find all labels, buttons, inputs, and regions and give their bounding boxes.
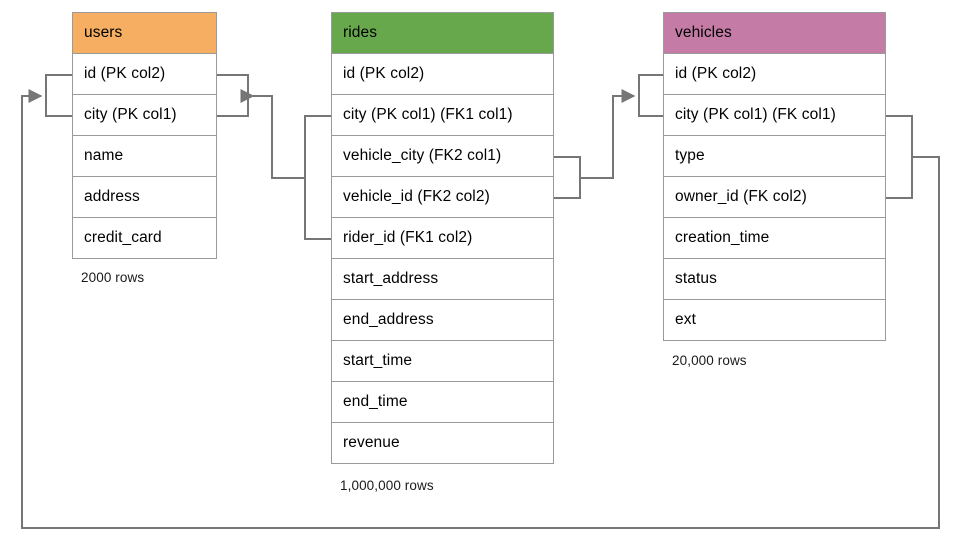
entity-users-title: users [84,24,123,41]
connector-rides-fk2-bracket [554,156,581,199]
field-rides-start-address[interactable]: start_address [331,259,554,300]
field-label: city (PK col1) [84,106,177,123]
field-label: id (PK col2) [84,65,166,82]
entity-rides[interactable]: rides id (PK col2) city (PK col1) (FK1 c… [331,12,554,464]
field-rides-start-time[interactable]: start_time [331,341,554,382]
field-users-address[interactable]: address [72,177,217,218]
field-vehicles-status[interactable]: status [663,259,886,300]
entity-users[interactable]: users id (PK col2) city (PK col1) name a… [72,12,217,259]
field-label: id (PK col2) [675,65,757,82]
entity-vehicles-title: vehicles [675,24,732,41]
entity-rides-title: rides [343,24,378,41]
field-rides-vehicle-city[interactable]: vehicle_city (FK2 col1) [331,136,554,177]
field-users-name[interactable]: name [72,136,217,177]
field-rides-id[interactable]: id (PK col2) [331,54,554,95]
field-rides-rider-id[interactable]: rider_id (FK1 col2) [331,218,554,259]
field-label: id (PK col2) [343,65,425,82]
field-label: city (PK col1) (FK col1) [675,106,836,123]
field-users-credit-card[interactable]: credit_card [72,218,217,259]
connector-vehicles-left-bracket [638,74,663,117]
field-label: end_time [343,393,408,410]
field-rides-vehicle-id[interactable]: vehicle_id (FK2 col2) [331,177,554,218]
field-label: owner_id (FK col2) [675,188,807,205]
field-rides-revenue[interactable]: revenue [331,423,554,464]
field-label: revenue [343,434,400,451]
field-label: ext [675,311,696,328]
entity-users-row-count: 2000 rows [81,270,145,285]
connector-rides-fk1-path [240,89,305,179]
entity-rides-header: rides [331,12,554,54]
field-vehicles-id[interactable]: id (PK col2) [663,54,886,95]
connector-rides-fk2-path [580,89,636,179]
field-vehicles-ext[interactable]: ext [663,300,886,341]
field-rides-end-time[interactable]: end_time [331,382,554,423]
field-label: city (PK col1) (FK1 col1) [343,106,513,123]
entity-vehicles-row-count: 20,000 rows [672,353,747,368]
entity-rides-row-count: 1,000,000 rows [340,478,434,493]
entity-vehicles[interactable]: vehicles id (PK col2) city (PK col1) (FK… [663,12,886,341]
field-label: status [675,270,717,287]
field-label: start_address [343,270,439,287]
field-label: vehicle_id (FK2 col2) [343,188,490,205]
field-label: vehicle_city (FK2 col1) [343,147,502,164]
field-users-id[interactable]: id (PK col2) [72,54,217,95]
field-vehicles-city[interactable]: city (PK col1) (FK col1) [663,95,886,136]
connector-rides-fk1-bracket [304,115,331,240]
field-rides-city[interactable]: city (PK col1) (FK1 col1) [331,95,554,136]
field-label: creation_time [675,229,770,246]
field-label: rider_id (FK1 col2) [343,229,473,246]
field-label: address [84,188,140,205]
field-rides-end-address[interactable]: end_address [331,300,554,341]
field-label: start_time [343,352,413,369]
field-label: type [675,147,705,164]
connector-users-left-bracket [45,74,72,117]
connector-users-right-bracket [217,74,249,117]
field-vehicles-owner-id[interactable]: owner_id (FK col2) [663,177,886,218]
field-label: credit_card [84,229,162,246]
connector-vehicles-fk-bracket [886,115,913,199]
field-users-city[interactable]: city (PK col1) [72,95,217,136]
field-vehicles-type[interactable]: type [663,136,886,177]
entity-users-header: users [72,12,217,54]
field-label: end_address [343,311,434,328]
field-label: name [84,147,124,164]
field-vehicles-creation-time[interactable]: creation_time [663,218,886,259]
entity-vehicles-header: vehicles [663,12,886,54]
